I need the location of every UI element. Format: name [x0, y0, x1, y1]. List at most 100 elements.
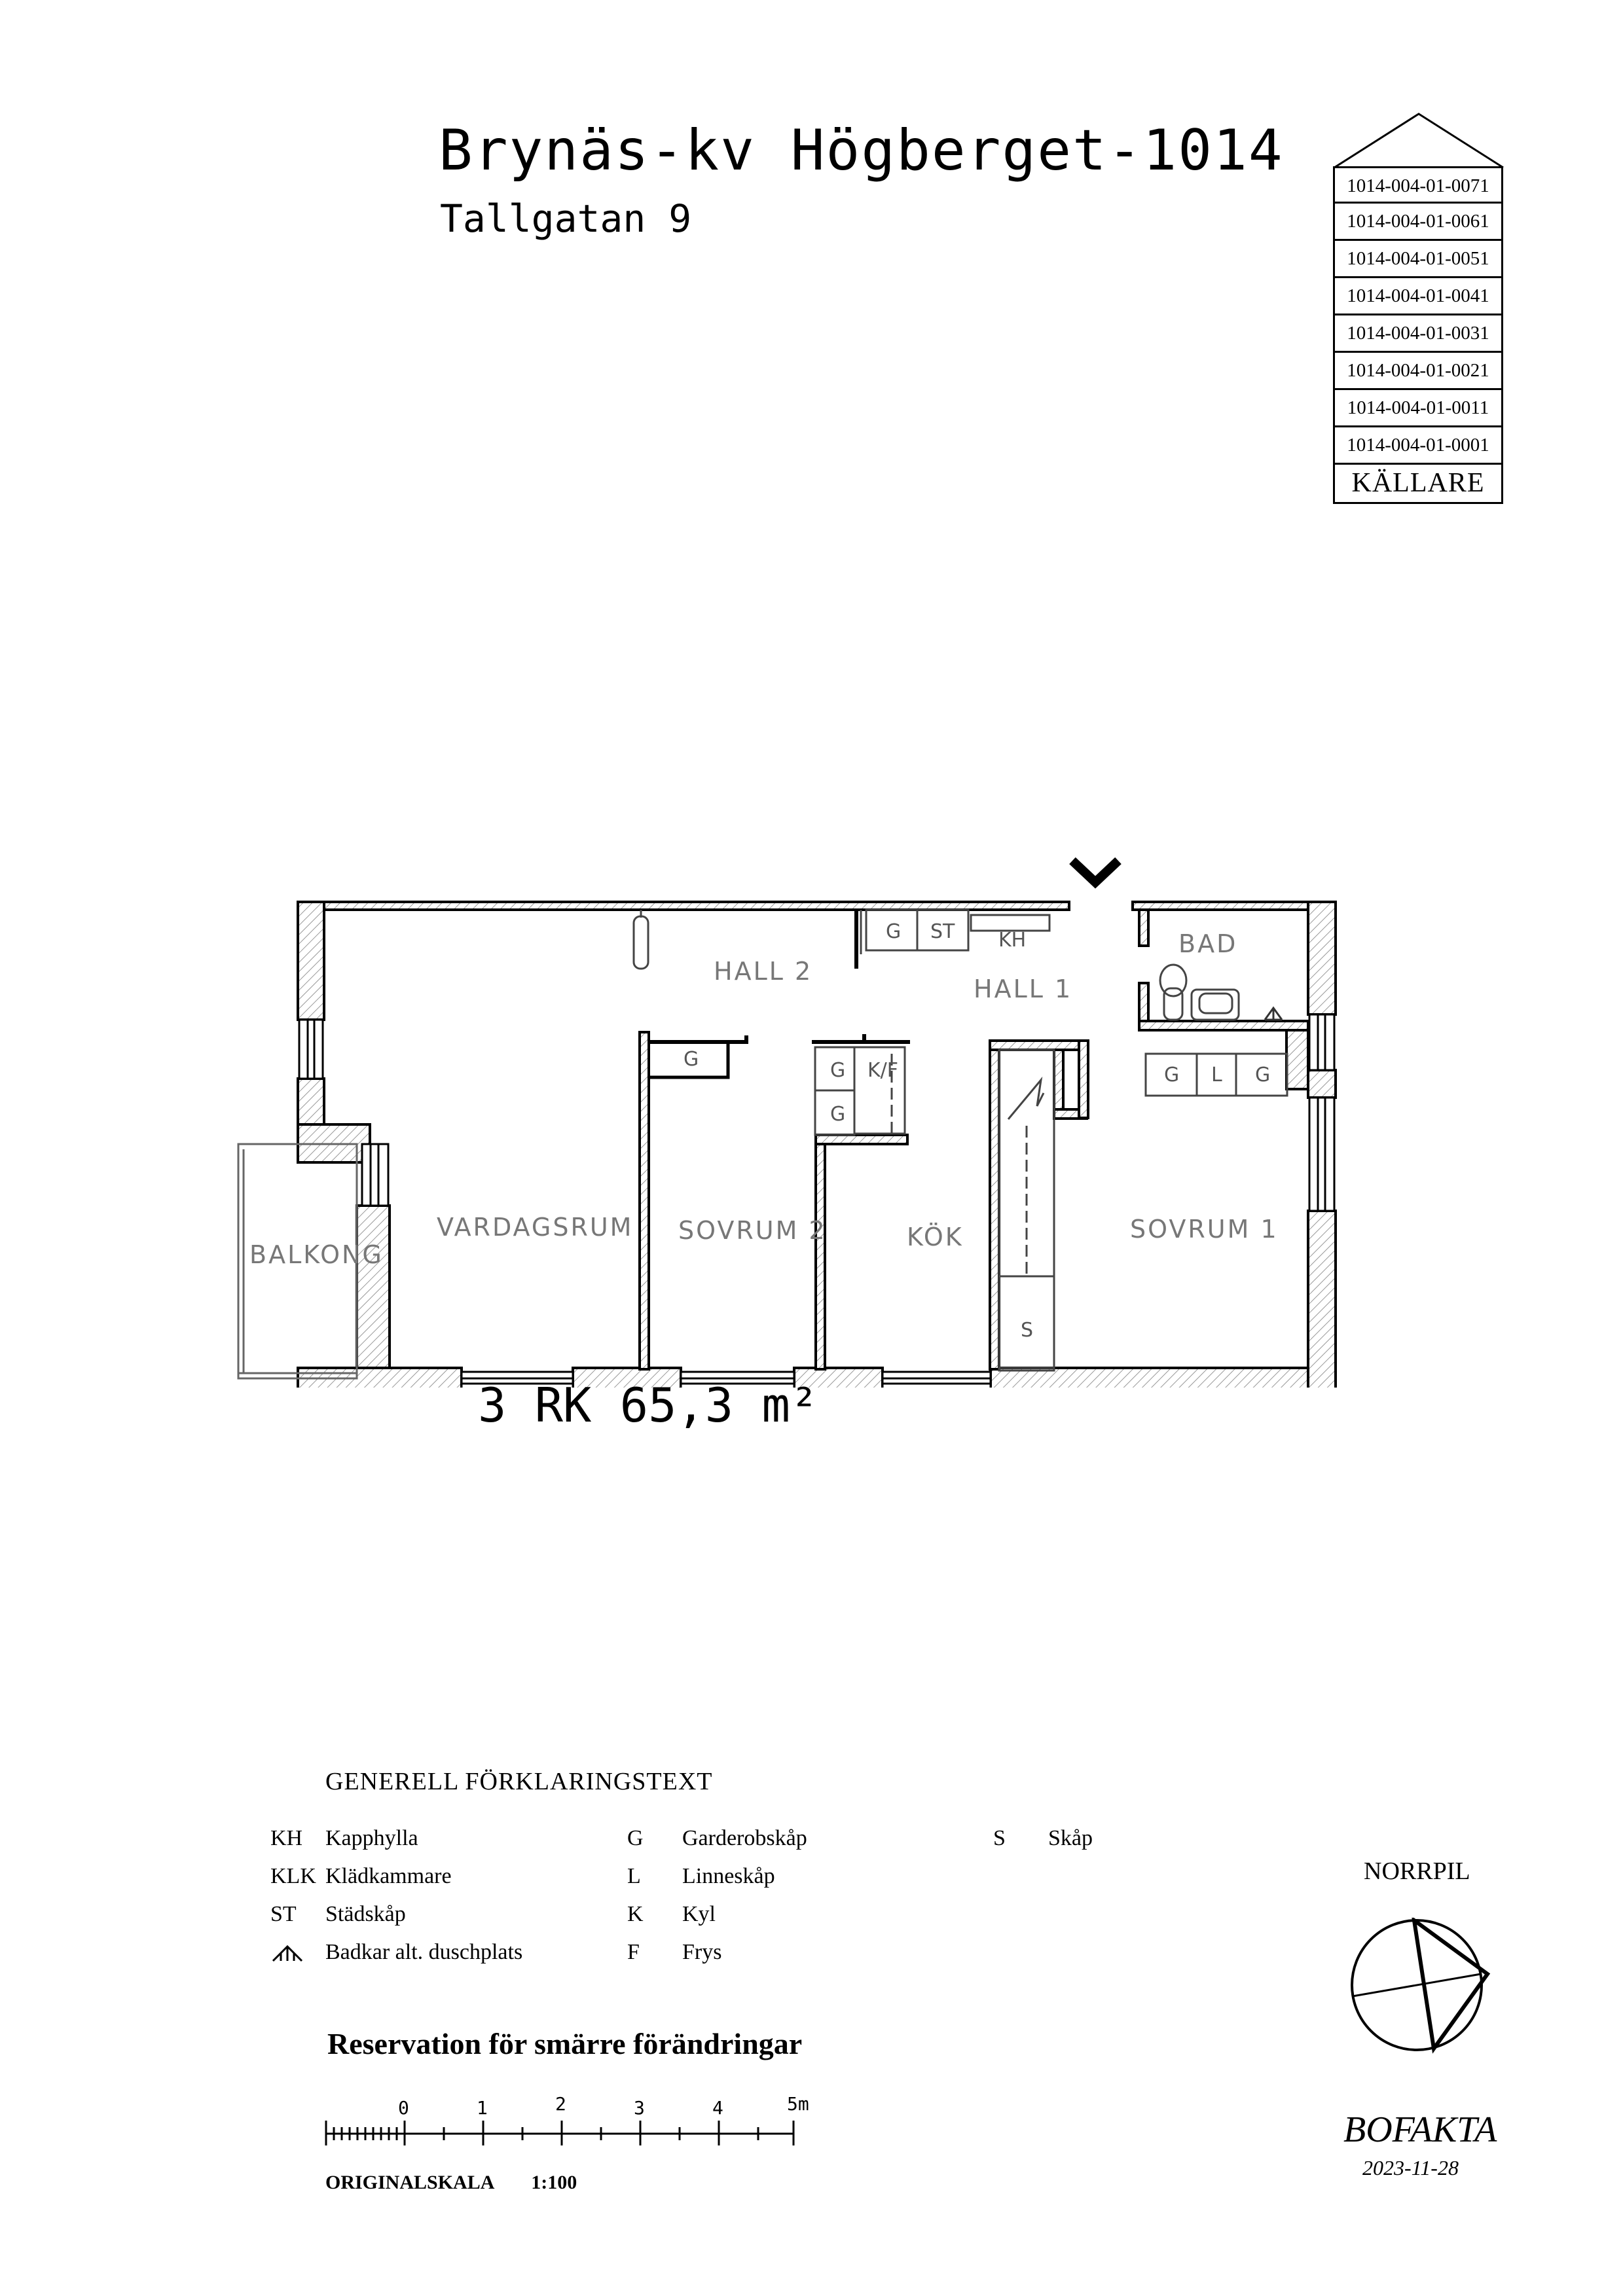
scale-caption: ORIGINALSKALA 1:100 [325, 2172, 577, 2194]
floor-cell: 1014-004-01-0041 [1333, 278, 1503, 315]
floor-cell: 1014-004-01-0051 [1333, 241, 1503, 278]
entrance-arrow-icon [1069, 857, 1122, 889]
legend-desc: Kyl [682, 1902, 716, 1926]
wall-bad-top [1138, 908, 1150, 947]
floor-cell: 1014-004-01-0031 [1333, 315, 1503, 353]
label-kh: KH [998, 929, 1026, 952]
wall-top-left [297, 901, 1070, 911]
balcony [237, 1143, 358, 1380]
kitchen-counter [998, 1049, 1055, 1372]
legend-desc: Garderobskåp [682, 1826, 807, 1850]
legend-code: ST [270, 1902, 297, 1926]
wall-right-mid [1307, 1069, 1337, 1099]
floor-plan: HALL 2 HALL 1 BAD VARDAGSRUM SOVRUM 2 KÖ… [237, 857, 1337, 1388]
shower-icon [1264, 1006, 1283, 1021]
floor-cell: 1014-004-01-0071 [1333, 166, 1503, 204]
legend-code: L [627, 1864, 641, 1888]
label-g-bad-1: G [1164, 1064, 1179, 1086]
cabinet-s [998, 1275, 1055, 1369]
legend-column-3: S Skåp [993, 1826, 1190, 1865]
legend-code: G [627, 1826, 644, 1850]
floor-cell: 1014-004-01-0021 [1333, 353, 1503, 390]
legend-code: F [627, 1940, 640, 1964]
north-arrow-icon [1351, 1918, 1491, 2054]
label-g-sovrum2: G [684, 1048, 699, 1071]
wall-sovrum1-top [989, 1039, 1086, 1051]
wardrobe-g-bad-2 [1235, 1052, 1288, 1097]
plan-date: 2023-11-28 [1362, 2156, 1459, 2179]
scale-tick-label: 1 [477, 2097, 488, 2119]
label-g-kok-2: G [830, 1103, 845, 1126]
legend-desc: Klädkammare [325, 1864, 452, 1888]
label-kf: K/F [867, 1059, 898, 1082]
scale-tick-label: 2 [555, 2093, 566, 2115]
window-right-sovrum1 [1308, 1096, 1336, 1212]
window-left [298, 1018, 324, 1080]
address: Tallgatan 9 [440, 196, 692, 241]
wall-bad-corner [1285, 1029, 1309, 1090]
window-bottom-3 [881, 1371, 992, 1388]
scale-tick-label: 3 [634, 2097, 645, 2119]
sink [1190, 988, 1240, 1021]
fridge-kf [853, 1046, 906, 1135]
label-g-bad-2: G [1255, 1064, 1270, 1086]
room-vardagsrum: VARDAGSRUM [437, 1213, 633, 1242]
legend-desc: Skåp [1048, 1826, 1093, 1850]
wall-vardagsrum-sovrum2 [638, 1031, 650, 1371]
scale-ratio: 1:100 [531, 2172, 577, 2193]
legend-code: S [993, 1826, 1006, 1850]
room-hall2: HALL 2 [714, 957, 812, 986]
window-right-bad [1308, 1013, 1336, 1071]
plan-title: Brynäs-kv Högberget-1014 [439, 118, 1284, 183]
scale-tick-label: 4 [712, 2097, 723, 2119]
floor-cell: 1014-004-01-0061 [1333, 204, 1503, 241]
legend-desc: Städskåp [325, 1902, 406, 1926]
legend-code: K [627, 1902, 644, 1926]
apartment-area: 3 RK 65,3 m² [478, 1378, 819, 1433]
legend-desc: Kapphylla [325, 1826, 418, 1850]
wall-kok-top [814, 1134, 909, 1145]
wall-kok-sovrum1 [989, 1039, 1000, 1371]
brand-name: BOFAKTA [1343, 2109, 1497, 2150]
window-balcony [361, 1143, 390, 1207]
floor-cell: 1014-004-01-0011 [1333, 390, 1503, 427]
label-s: S [1021, 1319, 1033, 1342]
toilet [1163, 987, 1184, 1021]
label-l: L [1211, 1064, 1222, 1086]
legend-desc: Linneskåp [682, 1864, 775, 1888]
room-bad: BAD [1178, 929, 1237, 958]
label-st: ST [930, 920, 955, 943]
label-g-hall1: G [886, 920, 901, 943]
floor-roof-icon [1334, 113, 1504, 169]
walls [297, 901, 1337, 1388]
wall-bad-bottom [1138, 1020, 1309, 1031]
bathtub-shower-icon [272, 1945, 303, 1962]
legend-desc: Badkar alt. duschplats [325, 1940, 523, 1964]
legend-code: KH [270, 1826, 303, 1850]
wall-right-upper [1307, 901, 1337, 1016]
north-arrow-label: NORRPIL [1364, 1857, 1470, 1885]
coat-rack-kh [970, 914, 1051, 932]
scale-tick-label: 0 [398, 2097, 409, 2119]
wall-right-lower [1307, 1210, 1337, 1388]
wall-sovrum1-niche-right [1078, 1039, 1089, 1119]
closet-st [916, 908, 970, 952]
wall-sovrum2-kok [814, 1134, 826, 1371]
room-balkong: BALKONG [249, 1240, 384, 1269]
scale-caption-text: ORIGINALSKALA [325, 2172, 494, 2193]
legend-title: GENERELL FÖRKLARINGSTEXT [325, 1768, 713, 1795]
room-sovrum2: SOVRUM 2 [678, 1216, 827, 1245]
wall-top-right [1131, 901, 1337, 911]
scale-tick-label: 5m [787, 2093, 809, 2115]
window-bottom-2 [680, 1371, 795, 1388]
legend-code: KLK [270, 1864, 316, 1888]
room-kok: KÖK [907, 1223, 964, 1251]
windows [298, 1013, 1336, 1388]
wall-left-upper [297, 901, 325, 1021]
wall-balcony-side [356, 1204, 391, 1384]
room-hall1: HALL 1 [974, 975, 1072, 1003]
floor-cell-current: 1014-004-01-0001 [1333, 427, 1503, 465]
label-g-kok-1: G [830, 1059, 845, 1082]
window-bottom-1 [460, 1371, 574, 1388]
